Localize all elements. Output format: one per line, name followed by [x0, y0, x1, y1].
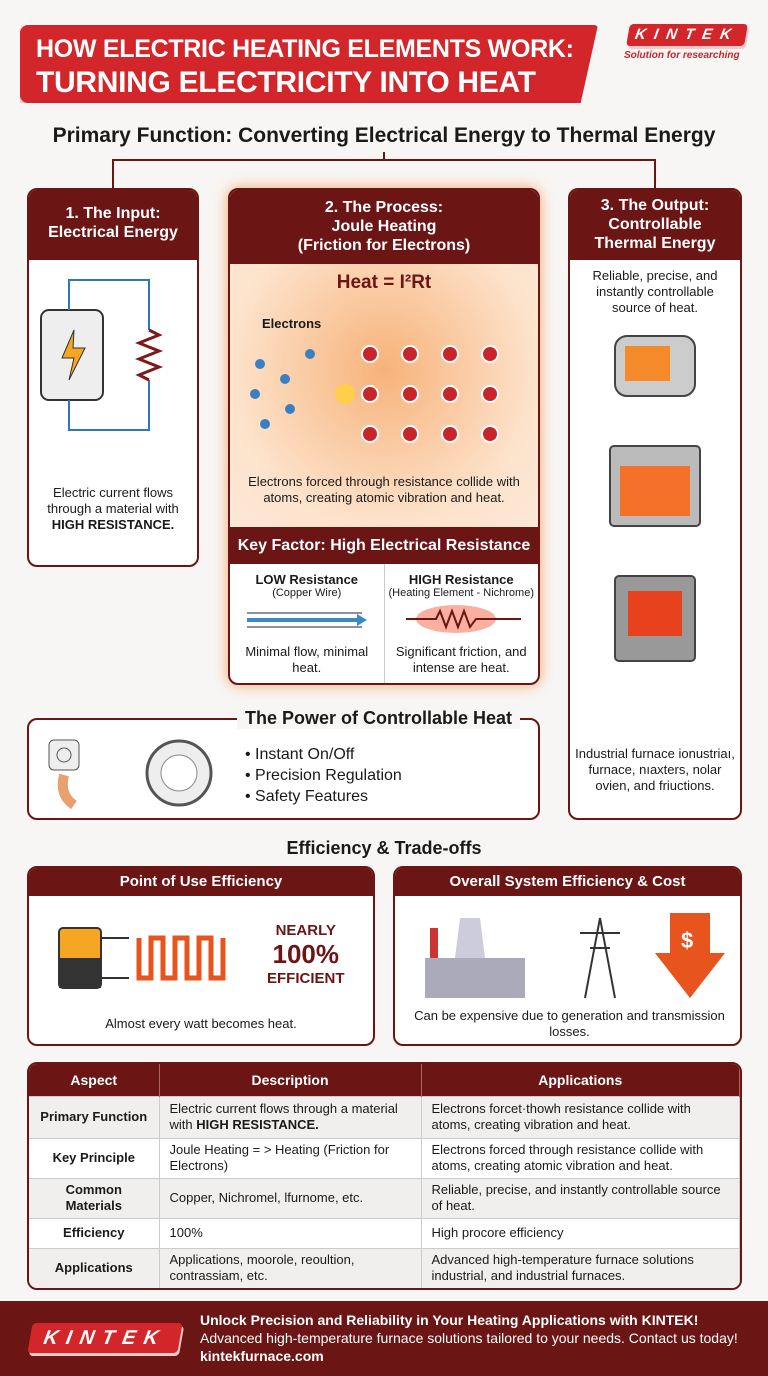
- oven-icon: [609, 445, 701, 527]
- controllable-heat-box: The Power of Controllable Heat • Instant…: [27, 708, 540, 820]
- overall-text: Can be expensive due to generation and t…: [414, 1008, 725, 1039]
- input-title-1: 1. The Input:: [65, 205, 161, 222]
- title-line-1: HOW ELECTRIC HEATING ELEMENTS WORK:: [36, 35, 574, 63]
- input-title-2: Electrical Energy: [48, 224, 178, 241]
- bullet-item: • Instant On/Off: [245, 746, 355, 763]
- svg-text:$: $: [681, 928, 693, 953]
- bullet-item: • Safety Features: [245, 788, 368, 805]
- output-bottom-text: Industrial furnace ionustriaı, furnace, …: [575, 746, 735, 793]
- tagline: Solution for researching: [624, 50, 740, 61]
- process-title-1: 2. The Process:: [324, 199, 444, 216]
- output-card: 3. The Output: Controllable Thermal Ener…: [568, 188, 742, 820]
- dollar-down-arrow-icon: $: [655, 913, 725, 998]
- col-header: Description: [159, 1064, 422, 1096]
- low-text: Minimal flow, minimal heat.: [245, 644, 369, 675]
- atoms-lattice-illustration: [250, 345, 499, 443]
- appliances-illustration: [609, 335, 701, 662]
- power-plant-icon: [425, 918, 525, 998]
- control-bullets: • Instant On/Off • Precision Regulation …: [245, 744, 402, 807]
- point-title: Point of Use Efficiency: [29, 868, 373, 896]
- electrons-label: Electrons: [262, 316, 322, 331]
- low-resistance-panel: LOW Resistance (Copper Wire) Minimal flo…: [230, 564, 385, 683]
- high-title: HIGH Resistance: [408, 572, 514, 587]
- high-sub: (Heating Element - Nichrome): [388, 587, 535, 599]
- process-title-2: Joule Heating: [331, 218, 437, 235]
- low-title: LOW Resistance: [255, 572, 359, 587]
- footer-logo: KINTEK: [27, 1323, 183, 1353]
- low-sub: (Copper Wire): [272, 587, 342, 599]
- overall-efficiency-card: Overall System Efficiency & Cost $ Can b…: [393, 866, 742, 1046]
- output-title-2: Controllable: [608, 216, 702, 233]
- high-resistance-panel: HIGH Resistance (Heating Element - Nichr…: [385, 564, 539, 683]
- furnace-icon: [614, 575, 696, 662]
- circuit-battery-icon: [40, 279, 164, 431]
- nichrome-coil-icon: [406, 605, 522, 633]
- point-text: Almost every watt becomes heat.: [105, 1016, 297, 1031]
- input-text: Electric current flows through a materia…: [47, 485, 179, 532]
- input-card: 1. The Input: Electrical Energy Electric…: [27, 188, 199, 567]
- overall-title: Overall System Efficiency & Cost: [395, 868, 740, 896]
- col-header: Applications: [421, 1064, 740, 1096]
- copper-wire-arrow-icon: [246, 612, 367, 628]
- title-banner: HOW ELECTRIC HEATING ELEMENTS WORK: TURN…: [20, 25, 598, 103]
- formula: Heat = I²Rt: [336, 272, 432, 293]
- process-title-3: (Friction for Electrons): [297, 237, 471, 254]
- title-line-2: TURNING ELECTRICITY INTO HEAT: [36, 66, 536, 99]
- high-text: Significant friction, and intense are he…: [395, 644, 527, 675]
- kintek-logo: KINTEK: [626, 24, 748, 46]
- footer-headline: Unlock Precision and Reliability in Your…: [200, 1312, 699, 1328]
- switch-and-dial-icon: [48, 739, 213, 810]
- footer: KINTEK Unlock Precision and Reliability …: [0, 1301, 768, 1376]
- output-title-1: 3. The Output:: [600, 197, 710, 214]
- process-card: 2. The Process: Joule Heating (Friction …: [228, 188, 540, 685]
- power-grid-cost-icon: $: [425, 913, 725, 999]
- point-of-use-card: Point of Use Efficiency NEARLY 100% EFFI…: [27, 866, 375, 1046]
- bullet-item: • Precision Regulation: [245, 767, 402, 784]
- efficiency-badge: NEARLY 100% EFFICIENT: [267, 922, 345, 987]
- output-title-3: Thermal Energy: [594, 235, 716, 252]
- connector-lines: [112, 152, 656, 190]
- col-header: Aspect: [29, 1064, 160, 1096]
- process-text: Electrons forced through resistance coll…: [248, 474, 520, 505]
- footer-text: Advanced high-temperature furnace soluti…: [200, 1330, 738, 1346]
- battery-coil-icon: [58, 927, 226, 989]
- output-text: Reliable, precise, and instantly control…: [592, 268, 718, 315]
- transmission-tower-icon: [580, 917, 620, 999]
- efficiency-title: Efficiency & Trade-offs: [286, 838, 482, 858]
- footer-url-link[interactable]: kintekfurnace.com: [200, 1348, 324, 1364]
- key-factor-bar: Key Factor: High Electrical Resistance: [230, 527, 538, 564]
- toaster-icon: [614, 335, 696, 397]
- control-title: The Power of Controllable Heat: [237, 708, 521, 729]
- subtitle: Primary Function: Converting Electrical …: [52, 124, 716, 147]
